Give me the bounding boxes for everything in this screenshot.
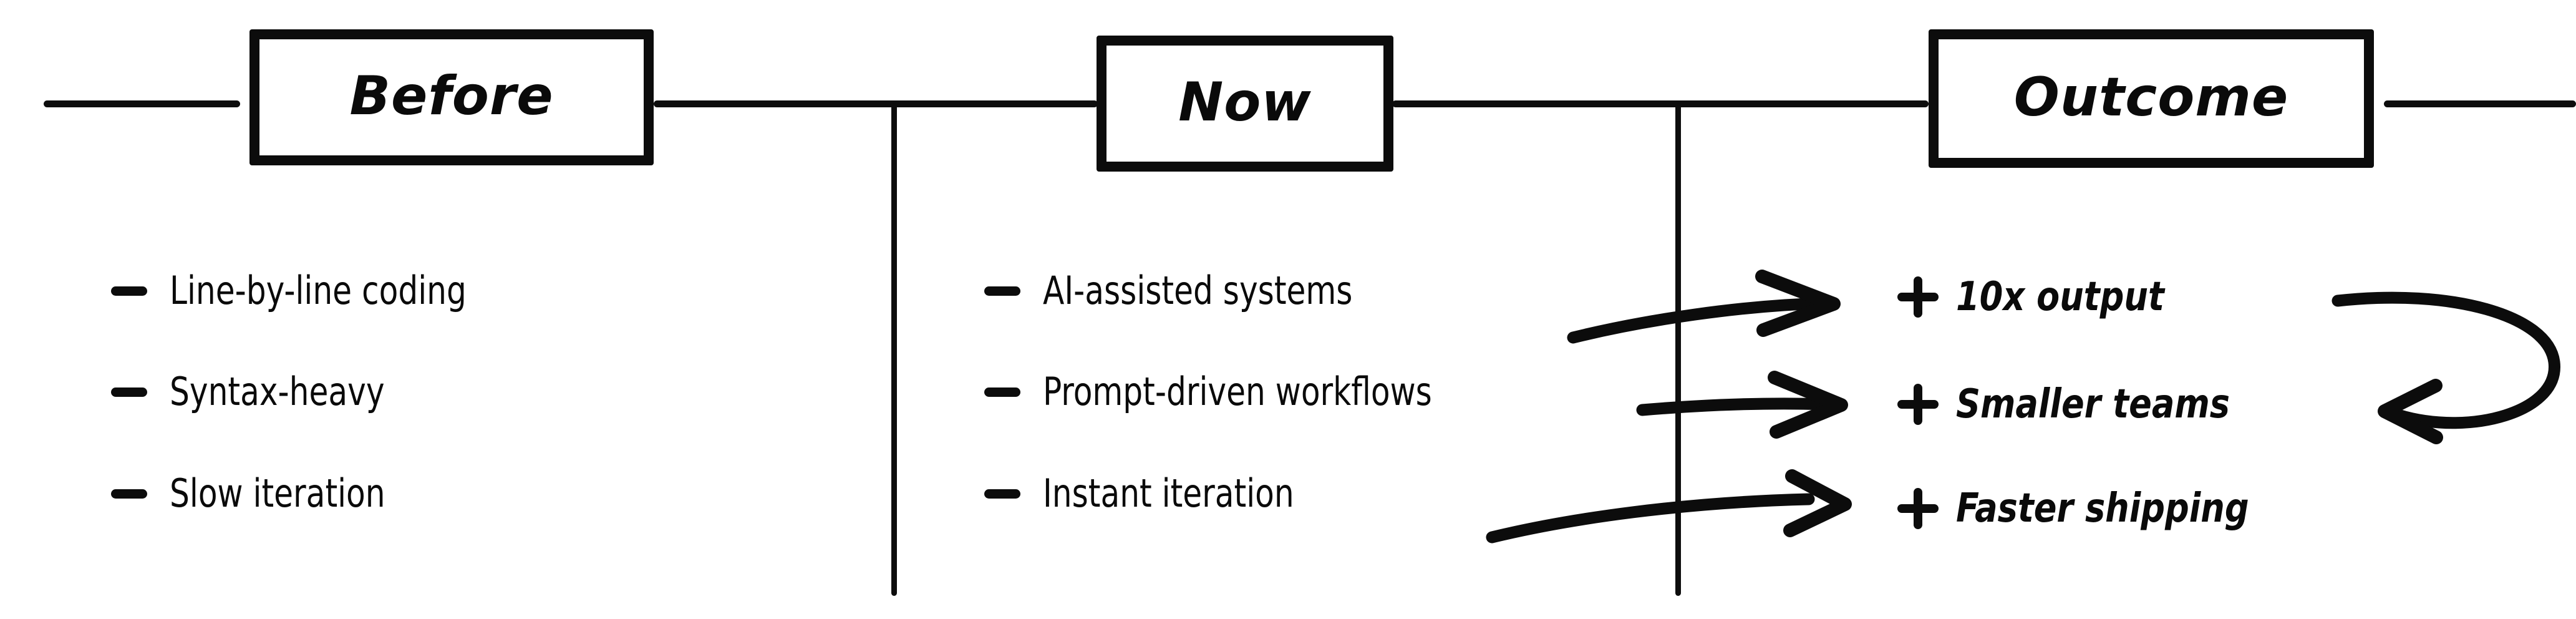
header-box-now[interactable]: Now	[1097, 36, 1393, 172]
list-item[interactable]: AI-assisted systems	[984, 271, 1387, 310]
column-divider-1	[891, 103, 897, 596]
minus-bullet-icon	[984, 489, 1020, 499]
timeline-segment-right-stub	[2384, 100, 2576, 107]
plus-bullet-icon	[1897, 276, 1939, 318]
flow-arrow-2-icon	[1636, 371, 1848, 439]
flow-arrow-1-icon	[1567, 270, 1841, 344]
header-label-outcome: Outcome	[2013, 66, 2289, 129]
plus-bullet-icon	[1897, 488, 1939, 529]
list-item[interactable]: Syntax-heavy	[111, 373, 409, 411]
list-item-label: Faster shipping	[1956, 485, 2249, 532]
minus-bullet-icon	[111, 489, 147, 499]
list-item-label: Syntax-heavy	[170, 369, 385, 414]
loop-back-arrow-icon	[2331, 291, 2560, 444]
list-item[interactable]: 10x output	[1897, 276, 2177, 318]
list-item-label: Prompt-driven workflows	[1043, 369, 1432, 414]
minus-bullet-icon	[984, 286, 1020, 296]
header-box-before[interactable]: Before	[249, 29, 654, 165]
header-box-outcome[interactable]: Outcome	[1929, 29, 2374, 168]
flow-arrow-3-icon	[1486, 469, 1852, 543]
list-item-label: 10x output	[1956, 274, 2164, 320]
list-item-label: Instant iteration	[1043, 470, 1294, 516]
list-item[interactable]: Smaller teams	[1897, 384, 2247, 425]
minus-bullet-icon	[984, 387, 1020, 397]
list-item[interactable]: Instant iteration	[984, 474, 1322, 513]
timeline-segment-left-stub	[44, 100, 240, 107]
list-item[interactable]: Faster shipping	[1897, 488, 2268, 529]
list-item-label: Line-by-line coding	[170, 268, 467, 313]
list-item-label: AI-assisted systems	[1043, 268, 1353, 313]
header-label-now: Now	[1178, 71, 1312, 134]
list-item[interactable]: Slow iteration	[111, 474, 409, 513]
timeline-segment-now-to-outcome	[1392, 100, 1929, 107]
header-label-before: Before	[349, 65, 554, 127]
plus-bullet-icon	[1897, 384, 1939, 425]
timeline-segment-before-to-now	[654, 100, 1098, 107]
minus-bullet-icon	[111, 387, 147, 397]
list-item[interactable]: Prompt-driven workflows	[984, 373, 1475, 411]
list-item-label: Smaller teams	[1956, 381, 2230, 427]
list-item[interactable]: Line-by-line coding	[111, 271, 500, 310]
column-divider-2	[1675, 103, 1681, 596]
minus-bullet-icon	[111, 286, 147, 296]
list-item-label: Slow iteration	[170, 470, 385, 516]
